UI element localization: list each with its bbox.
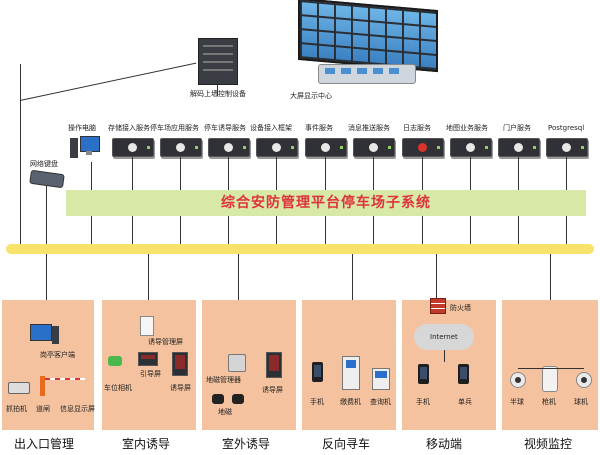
space-camera-label: 车位相机 [104,384,132,392]
mag-manager [228,354,246,372]
decoder-device [198,38,238,85]
ball-camera-label: 球机 [574,398,588,406]
operator-desk [318,64,416,84]
mag-sensor-label: 地磁 [218,408,232,416]
server-guide [208,138,250,157]
gate-label: 道闸 [36,405,50,413]
platform-band [66,190,586,216]
platform-title: 综合安防管理平台停车场子系统 [221,195,431,211]
mag-manager-label: 地磁管理器 [206,376,241,384]
reverse-phone [312,362,323,382]
video-link [518,368,584,369]
ball-camera [576,372,592,388]
indoor-guide-screen [172,352,188,376]
decoder-drop [217,84,218,96]
query-machine [372,368,390,390]
zone-title-video: 视频监控 [524,437,573,451]
display-label: 信息显示屏 [60,405,95,413]
reverse-phone-label: 手机 [310,398,324,406]
server-map [450,138,492,157]
service-label-event: 事件服务 [305,124,333,132]
hemi-camera-label: 半球 [510,398,524,406]
service-label-storage: 存储接入服务 [108,124,150,132]
outdoor-guide-screen-label: 诱导屏 [262,386,283,394]
service-label-map: 地图业务服务 [446,124,488,132]
zone-title-mobile: 移动端 [426,437,463,451]
zone-mobile [402,300,496,430]
service-label-log: 日志服务 [403,124,431,132]
internet-cloud [414,324,474,350]
indoor-guide-screen-label: 诱导屏 [170,384,191,392]
video-wall [298,0,438,73]
zone-video [502,300,598,430]
keyboard-device [29,169,65,189]
server-push [353,138,395,157]
service-label-push: 消息推送服务 [348,124,390,132]
gun-camera [542,366,558,392]
service-label-portal: 门户服务 [503,124,531,132]
pay-machine-label: 缴费机 [340,398,361,406]
booth-pc [30,322,60,348]
guide-screen-label: 引导屏 [140,370,161,378]
service-label-db: Postgresql [548,124,585,132]
decoder-label: 解码上墙控制设备 [190,90,246,98]
zone-title-indoor: 室内诱导 [122,437,171,451]
hemi-camera [510,372,526,388]
internet-label: Internet [430,333,458,341]
firewall-label: 防火墙 [450,304,471,312]
mobile-phone-label: 手机 [416,398,430,406]
operator-pc [70,134,100,162]
zone-title-entrance: 出入口管理 [14,437,75,451]
service-label-pc: 操作电脑 [68,124,96,132]
mag-sensor-a [212,394,224,404]
space-camera [108,356,122,366]
pay-machine [342,356,360,390]
drop-outdoor [238,254,239,344]
soldier-device-label: 单兵 [458,398,472,406]
drop-entrance [46,254,47,324]
mag-sensor-b [232,394,244,404]
keyboard-label: 网络键盘 [30,160,58,168]
server-device-access [256,138,298,157]
query-machine-label: 查询机 [370,398,391,406]
zone-entrance [2,300,94,430]
service-label-guide: 停车诱导服务 [204,124,246,132]
drop-mobile [436,254,437,300]
guide-manager [140,316,154,336]
left-trunk [20,64,21,249]
server-portal [498,138,540,157]
server-parking-app [160,138,202,157]
mobile-phone [418,364,429,384]
capture-camera [8,382,30,394]
service-label-device-access: 设备接入框架 [250,124,292,132]
guide-screen [138,352,158,366]
server-storage [112,138,154,157]
top-connector [19,62,197,101]
zone-title-outdoor: 室外诱导 [222,437,271,451]
keyboard-line [46,186,47,248]
mobile-link [444,350,445,362]
outdoor-guide-screen [266,352,282,378]
guide-manager-label: 诱导管理屏 [148,338,183,346]
booth-client-label: 岗亭客户端 [40,351,75,359]
zone-title-reverse: 反向寻车 [322,437,371,451]
server-db [546,138,588,157]
server-log [402,138,444,157]
drop-indoor [148,254,149,316]
service-label-parking-app: 停车场应用服务 [150,124,199,132]
bigscreen-label: 大屏显示中心 [290,92,332,100]
capture-label: 抓拍机 [6,405,27,413]
gun-camera-label: 枪机 [542,398,556,406]
soldier-device [458,364,469,384]
barrier-arm [45,378,85,380]
firewall-icon [430,298,446,314]
network-bus [6,244,594,254]
server-event [305,138,347,157]
barrier-gate [40,376,45,396]
